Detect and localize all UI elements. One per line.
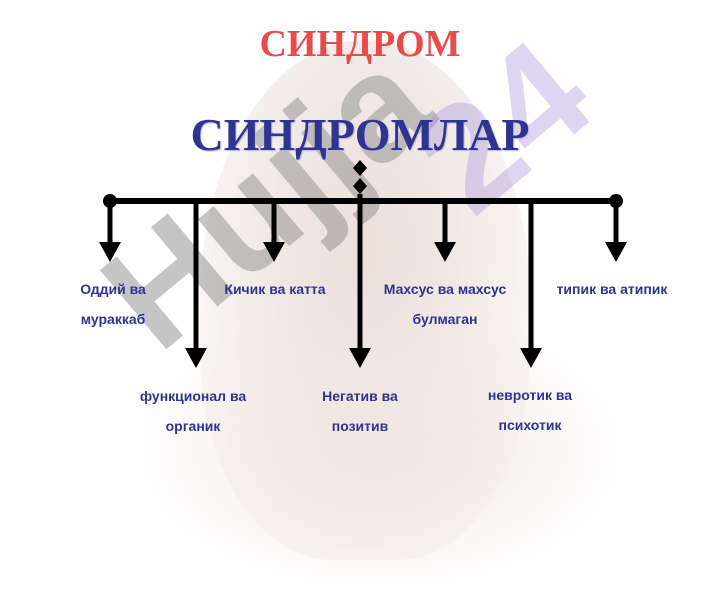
- arrow-4: [349, 194, 371, 368]
- branch-label-2: функционал ва органик: [133, 381, 253, 441]
- branch-label-1: Оддий ва мураккаб: [55, 274, 171, 334]
- branch-label-4-line2: позитив: [331, 418, 389, 434]
- branch-label-6-line1: невротик ва: [487, 387, 573, 403]
- branch-label-3-line1: Кичик ва катта: [224, 281, 326, 297]
- arrow-1: [99, 201, 121, 262]
- branch-label-7: типик ва атипик: [552, 274, 672, 304]
- branch-label-3: Кичик ва катта: [220, 274, 330, 304]
- branch-label-6-line2: психотик: [498, 417, 562, 433]
- branch-label-5-line1: Махсус ва махсус: [383, 281, 507, 297]
- branch-label-1-line1: Оддий ва: [80, 281, 146, 297]
- branch-label-2-line2: органик: [165, 418, 221, 434]
- diagram-heading: СИНДРОМЛАР: [190, 109, 530, 160]
- branch-label-4: Негатив ва позитив: [305, 381, 415, 441]
- branch-label-5: Махсус ва махсус булмаган: [380, 274, 510, 334]
- branch-label-1-line2: мураккаб: [80, 311, 146, 327]
- arrow-3: [263, 201, 285, 262]
- arrow-6: [520, 201, 542, 368]
- connector-lines: [99, 160, 627, 368]
- arrow-5: [434, 201, 456, 262]
- branch-label-2-line1: функционал ва: [139, 388, 247, 404]
- connector-diamond-top: [353, 160, 367, 176]
- slide-title: СИНДРОМ: [259, 23, 461, 65]
- branch-label-6: невротик ва психотик: [470, 380, 590, 440]
- arrow-7: [605, 201, 627, 262]
- branch-label-7-line1: типик ва атипик: [556, 281, 668, 297]
- connector-diamond-bottom: [353, 178, 367, 194]
- arrow-2: [185, 201, 207, 368]
- branch-label-5-line2: булмаган: [412, 311, 478, 327]
- branch-label-4-line1: Негатив ва: [322, 388, 398, 404]
